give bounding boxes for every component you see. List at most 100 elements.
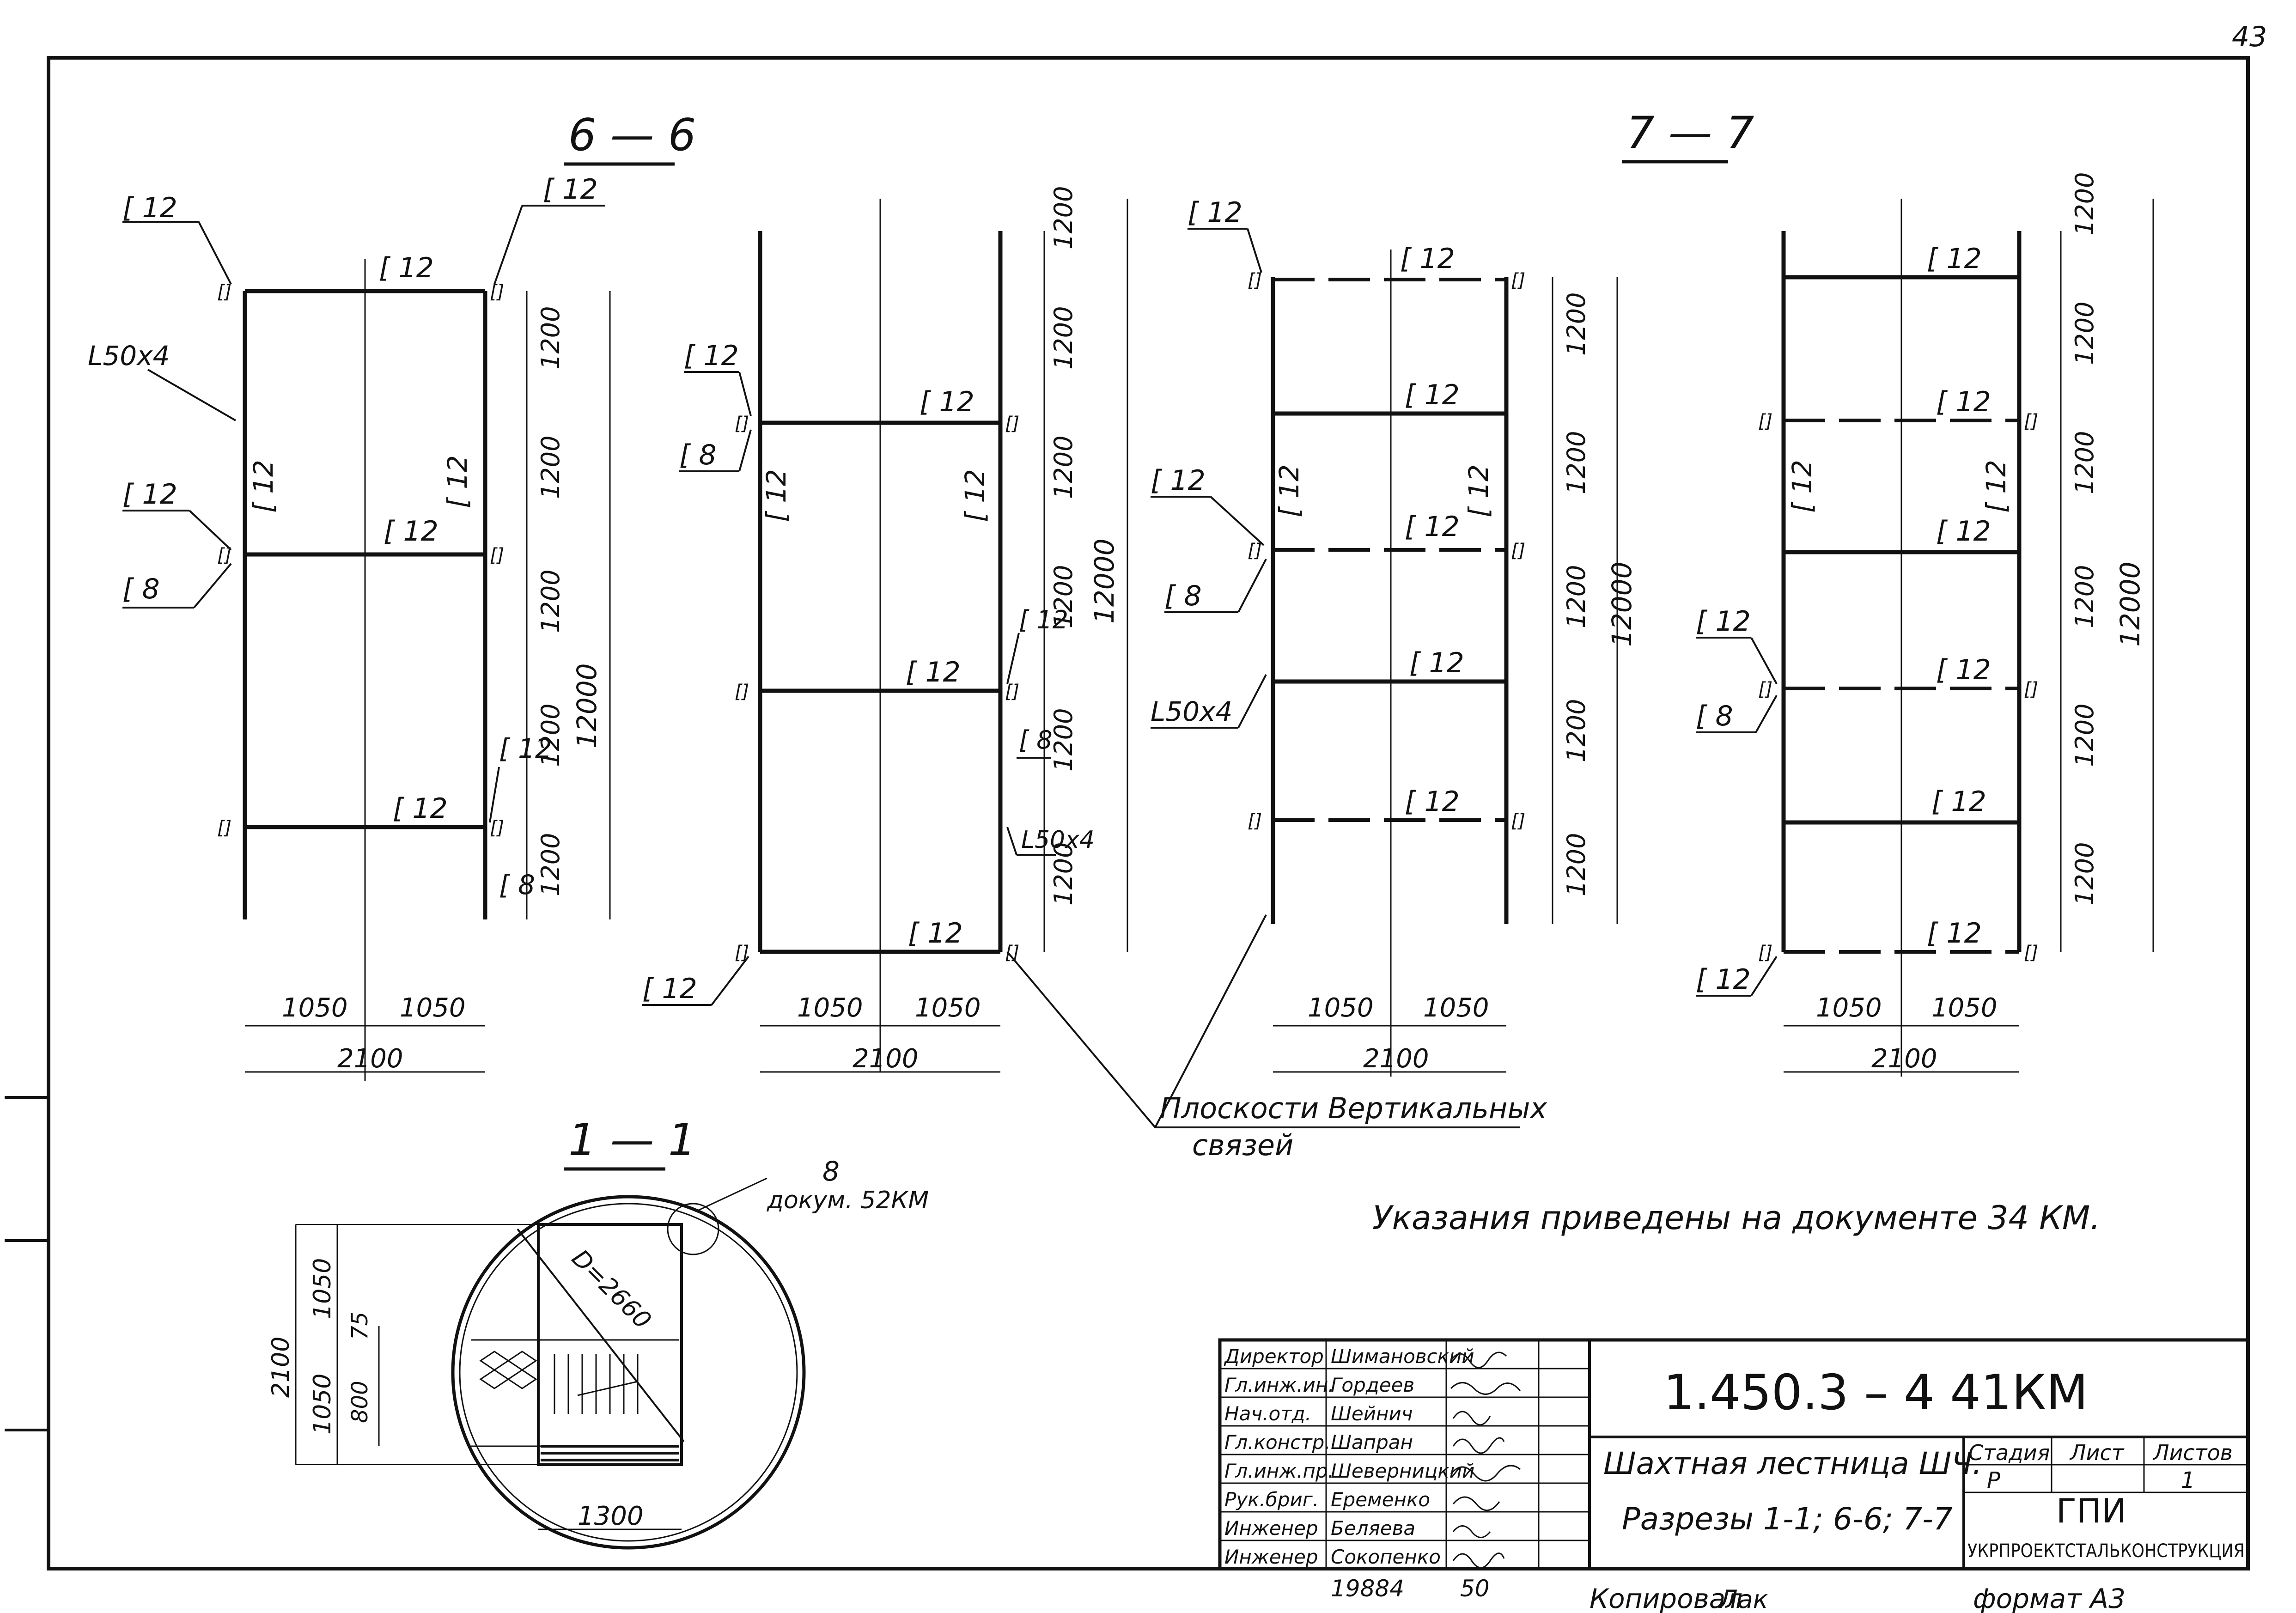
tb-role: Инженер (1224, 1517, 1318, 1540)
dim-12000: 12000 (571, 663, 603, 749)
svg-text:[]: [] (1511, 270, 1525, 291)
label-c12: [ 12 (1696, 605, 1751, 638)
svg-text:[]: [] (1005, 413, 1019, 434)
dim-1050: 1050 (797, 993, 863, 1023)
svg-text:[]: [] (1248, 810, 1262, 832)
dim-1200: 1200 (2070, 565, 2099, 628)
label-c12: [ 12 (1931, 785, 1986, 818)
dim-1050: 1050 (1931, 993, 1998, 1023)
tb-name: Гордеев (1331, 1374, 1414, 1396)
dim-2100: 2100 (1363, 1044, 1429, 1074)
dim-1200: 1200 (536, 306, 565, 370)
format-label: формат А3 (1973, 1583, 2125, 1613)
label-c12: [ 12 (379, 252, 434, 284)
copied-label: Копировал (1590, 1583, 1742, 1613)
dim-1200: 1200 (1562, 699, 1591, 762)
label-angle: L50x4 (1021, 826, 1095, 854)
label-c12-vertical: [ 12 (1786, 460, 1818, 513)
tb-role: Гл.констр. (1224, 1431, 1331, 1454)
svg-text:[]: [] (1248, 540, 1262, 561)
dim-diameter: D=2660 (566, 1244, 656, 1334)
svg-text:[]: [] (1511, 540, 1525, 561)
label-c12: [ 12 (1936, 654, 1991, 686)
svg-text:[]: [] (1248, 270, 1262, 291)
label-c12: [ 12 (1405, 785, 1460, 818)
detail-doc-ref: докум. 52КМ (767, 1187, 929, 1214)
dim-1200: 1200 (1049, 708, 1078, 772)
section-7-7-right: [][] [][] [][] [ 12 [ 12 [ 12 [ 12 [ 12 … (1696, 172, 2154, 1077)
bracing-planes-callout: Плоскости Вертикальных связей (1006, 914, 1547, 1162)
section-title-1-1: 1 — 1 (568, 1115, 696, 1166)
label-c12-vertical: [ 12 (1980, 460, 2012, 513)
org-long: УКРПРОЕКТСТАЛЬКОНСТРУКЦИЯ (1967, 1540, 2245, 1562)
dim-1050: 1050 (400, 993, 466, 1023)
label-c12-vertical: [ 12 (959, 469, 991, 522)
tb-role: Директор (1224, 1345, 1324, 1368)
tb-name: Шеверницкий (1331, 1460, 1474, 1482)
label-c12: [ 12 (906, 656, 961, 688)
sheet-header: Лист (2069, 1440, 2125, 1465)
dim-1200: 1200 (1049, 842, 1078, 906)
dim-1200: 1200 (536, 833, 565, 896)
label-c12: [ 12 (499, 733, 552, 764)
label-c12: [ 12 (920, 386, 974, 418)
label-c12: [ 12 (1927, 243, 1982, 275)
label-c12: [ 12 (1400, 243, 1455, 275)
dim-1050: 1050 (1308, 993, 1374, 1023)
label-c12: [ 12 (122, 192, 177, 224)
dim-1050: 1050 (309, 1258, 336, 1319)
bracing-planes-label: Плоскости Вертикальных (1160, 1091, 1547, 1125)
label-c12-vertical: [ 12 (761, 469, 792, 522)
bracing-planes-label-2: связей (1192, 1128, 1293, 1162)
dim-1200: 1200 (1562, 565, 1591, 628)
tb-role: Гл.инж.ин. (1224, 1374, 1334, 1396)
label-c12-vertical: [ 12 (1463, 464, 1494, 517)
stage-value: Р (1987, 1467, 2000, 1493)
dim-1200: 1200 (1049, 436, 1078, 499)
tb-name: Сокопенко (1331, 1546, 1441, 1568)
dim-800: 800 (347, 1381, 373, 1423)
tb-name: Шапран (1331, 1431, 1413, 1454)
tb-name: Еременко (1331, 1488, 1430, 1511)
label-c8: [ 8 (679, 439, 717, 471)
section-title-6-6: 6 — 6 (568, 110, 696, 161)
doc-code: 1.450.3 – 4 41КМ (1663, 1364, 2088, 1421)
inventory-number: 19884 (1331, 1575, 1404, 1602)
svg-text:[]: [] (490, 545, 504, 566)
dim-1200: 1200 (1562, 833, 1591, 896)
dim-1300: 1300 (578, 1501, 644, 1531)
dim-12000: 12000 (2114, 561, 2146, 647)
dim-2100: 2100 (337, 1044, 403, 1074)
label-c12: [ 12 (1151, 464, 1206, 497)
dim-1200: 1200 (536, 436, 565, 499)
label-c12: [ 12 (122, 478, 177, 511)
dim-1200: 1200 (536, 570, 565, 633)
svg-text:[]: [] (217, 817, 231, 839)
section-title-7-7: 7 — 7 (1626, 108, 1754, 158)
signature-scribbles (1450, 1351, 1521, 1569)
stage-header: Стадия (1968, 1440, 2050, 1465)
label-c12: [ 12 (1936, 386, 1991, 418)
tb-name: Шимановский (1331, 1345, 1474, 1368)
svg-text:[]: [] (217, 281, 231, 303)
label-angle: L50x4 (1151, 696, 1232, 727)
dim-12000: 12000 (1606, 561, 1638, 647)
label-c12: [ 12 (1936, 515, 1991, 548)
label-c12: [ 12 (1405, 379, 1460, 411)
org-short: ГПИ (2056, 1491, 2126, 1530)
dim-12000: 12000 (1089, 538, 1120, 624)
label-c12: [ 12 (684, 340, 739, 372)
label-c12: [ 12 (384, 515, 438, 548)
svg-text:[]: [] (1005, 681, 1019, 702)
dim-1200: 1200 (2070, 842, 2099, 906)
dim-1200: 1200 (2070, 172, 2099, 236)
dim-75: 75 (347, 1312, 373, 1340)
svg-text:[]: [] (735, 942, 749, 963)
inventory-sheet: 50 (1460, 1575, 1490, 1602)
dim-1200: 1200 (2070, 704, 2099, 767)
label-c12: [ 12 (1188, 196, 1242, 229)
label-c12: [ 12 (642, 973, 697, 1005)
dim-1050: 1050 (1423, 993, 1489, 1023)
dim-2100: 2100 (853, 1044, 919, 1074)
dim-1200: 1200 (1049, 186, 1078, 250)
